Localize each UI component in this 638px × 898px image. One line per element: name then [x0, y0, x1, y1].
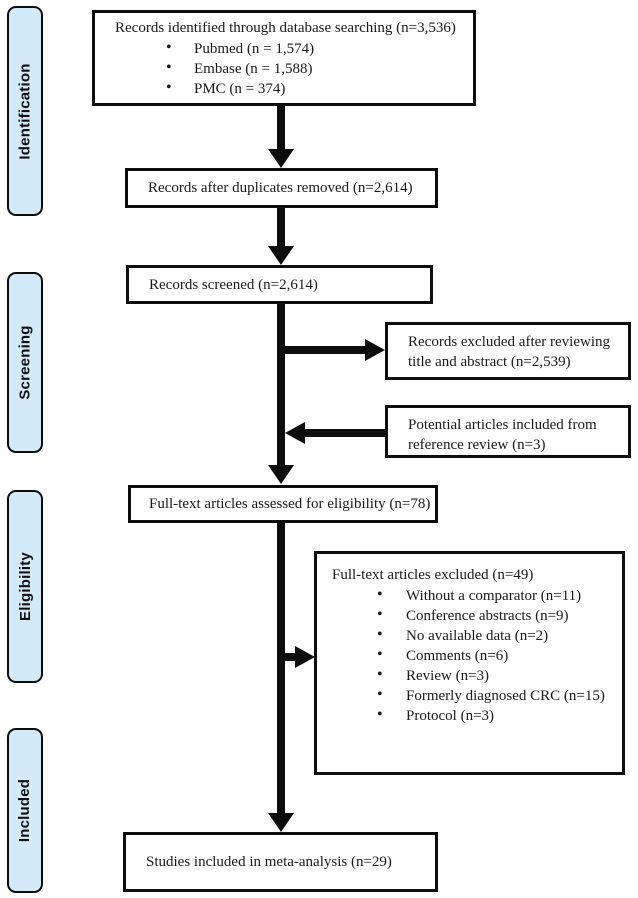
stage-label-text: Identification	[16, 62, 34, 160]
stage-label-text: Eligibility	[16, 552, 34, 621]
database-list: Pubmed (n = 1,574) Embase (n = 1,588) PM…	[115, 38, 465, 99]
stage-label-included: Included	[7, 728, 43, 893]
box-title: Studies included in meta-analysis (n=29)	[146, 854, 392, 870]
arrowhead-down-icon	[268, 465, 294, 484]
box-fulltext-assessed: Full-text articles assessed for eligibil…	[128, 485, 438, 523]
box-studies-included: Studies included in meta-analysis (n=29)	[123, 832, 438, 892]
list-item: Conference abstracts (n=9)	[332, 605, 614, 626]
list-item: Protocol (n=3)	[332, 705, 614, 726]
arrowhead-right-icon	[365, 339, 385, 361]
arrow-fulltext-to-included	[277, 522, 285, 814]
list-item: PMC (n = 374)	[115, 78, 465, 99]
arrow-refreview-to-mainline	[303, 429, 385, 437]
list-item: Comments (n=6)	[332, 645, 614, 666]
box-records-excluded-title-abstract: Records excluded after reviewing title a…	[385, 322, 631, 380]
box-title: Potential articles included from referen…	[408, 417, 597, 453]
list-item: No available data (n=2)	[332, 625, 614, 646]
box-title: Full-text articles excluded (n=49)	[332, 567, 534, 583]
list-item: Embase (n = 1,588)	[115, 58, 465, 79]
box-fulltext-excluded: Full-text articles excluded (n=49) Witho…	[314, 551, 625, 775]
stage-label-eligibility: Eligibility	[7, 490, 43, 683]
box-title: Records identified through database sear…	[115, 20, 456, 36]
box-duplicates-removed: Records after duplicates removed (n=2,61…	[125, 168, 438, 208]
arrow-screened-to-excluded	[281, 346, 366, 354]
list-item: Formerly diagnosed CRC (n=15)	[332, 685, 614, 706]
box-reference-review-included: Potential articles included from referen…	[385, 405, 631, 458]
exclusion-reason-list: Without a comparator (n=11) Conference a…	[332, 585, 614, 726]
arrow-duplicates-to-screened	[277, 207, 285, 247]
box-title: Records after duplicates removed (n=2,61…	[148, 180, 413, 196]
list-item: Pubmed (n = 1,574)	[115, 38, 465, 59]
arrow-identified-to-duplicates	[277, 105, 285, 150]
list-item: Without a comparator (n=11)	[332, 585, 614, 606]
arrowhead-left-icon	[285, 422, 305, 444]
stage-label-text: Screening	[16, 325, 34, 400]
stage-label-text: Included	[16, 778, 34, 843]
arrowhead-right-icon	[295, 646, 315, 668]
box-title: Records screened (n=2,614)	[149, 276, 318, 293]
list-item: Review (n=3)	[332, 665, 614, 686]
arrow-mainline-to-ft-excluded	[281, 653, 296, 661]
arrow-screened-to-fulltext	[277, 303, 285, 466]
box-records-identified: Records identified through database sear…	[92, 10, 476, 106]
arrowhead-down-icon	[268, 246, 294, 265]
arrowhead-down-icon	[268, 813, 294, 832]
box-records-screened: Records screened (n=2,614)	[126, 265, 433, 304]
stage-label-screening: Screening	[7, 272, 43, 453]
arrowhead-down-icon	[268, 149, 294, 168]
box-title: Records excluded after reviewing title a…	[408, 334, 610, 370]
stage-label-identification: Identification	[7, 6, 43, 216]
box-title: Full-text articles assessed for eligibil…	[149, 496, 431, 512]
